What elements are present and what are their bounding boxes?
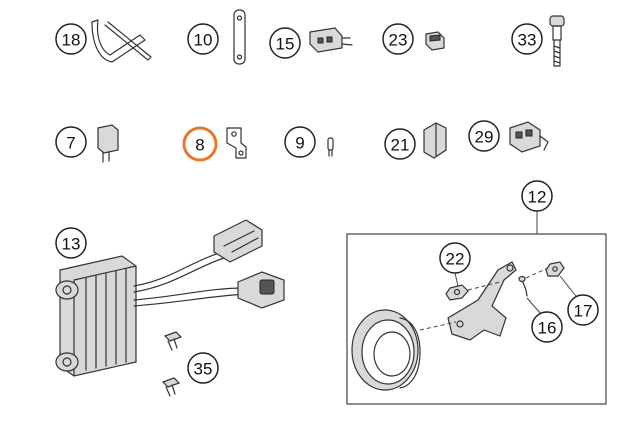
- callout-12-label: 12: [528, 188, 547, 207]
- strap-part[interactable]: [233, 9, 246, 65]
- callout-35-label: 35: [194, 360, 213, 379]
- callout-10[interactable]: 10: [187, 23, 219, 55]
- callout-23-label: 23: [389, 31, 408, 50]
- callout-9-label: 9: [295, 134, 304, 153]
- nut-axis-17: [525, 267, 549, 279]
- callout-8[interactable]: 8: [182, 126, 218, 162]
- callout-18-label: 18: [62, 31, 81, 50]
- callout-33-label: 33: [518, 31, 537, 50]
- callout-29[interactable]: 29: [468, 120, 500, 152]
- callout-18[interactable]: 18: [55, 23, 87, 55]
- leader-17: [559, 275, 577, 297]
- callout-21-label: 21: [391, 136, 410, 155]
- callout-29-label: 29: [475, 128, 494, 147]
- screw-35b-part[interactable]: [161, 377, 181, 397]
- callout-21[interactable]: 21: [384, 128, 416, 160]
- callout-13[interactable]: 13: [55, 227, 87, 259]
- connector-29-part[interactable]: [509, 121, 549, 153]
- bracket-8-part[interactable]: [226, 127, 247, 159]
- callout-16-label: 16: [538, 319, 557, 338]
- nut-17-part[interactable]: [545, 261, 565, 277]
- horn-part[interactable]: [351, 309, 421, 391]
- fuse-9-part[interactable]: [327, 137, 334, 157]
- horn-mount-axis: [419, 321, 457, 331]
- voltage-regulator-part[interactable]: [55, 255, 137, 377]
- callout-35[interactable]: 35: [187, 352, 219, 384]
- callout-22[interactable]: 22: [439, 242, 471, 274]
- leader-22: [454, 272, 459, 287]
- callout-23[interactable]: 23: [382, 23, 414, 55]
- relay-7-part[interactable]: [97, 124, 119, 163]
- leader-16: [526, 297, 542, 315]
- callout-9[interactable]: 9: [284, 126, 316, 158]
- callout-8-label: 8: [195, 136, 204, 155]
- callout-7-label: 7: [66, 134, 75, 153]
- cover-21-part[interactable]: [423, 122, 447, 159]
- callout-10-label: 10: [194, 31, 213, 50]
- callout-17[interactable]: 17: [567, 294, 599, 326]
- callout-12[interactable]: 12: [521, 180, 553, 212]
- callout-7[interactable]: 7: [55, 126, 87, 158]
- wiring-harness-part[interactable]: [133, 219, 285, 309]
- horn-bracket-part[interactable]: [447, 261, 517, 341]
- bolt-16-part[interactable]: [518, 275, 528, 297]
- bolt-axis-22: [467, 281, 501, 291]
- callout-13-label: 13: [62, 235, 81, 254]
- cable-tie-part[interactable]: [91, 19, 152, 63]
- callout-16[interactable]: 16: [531, 311, 563, 343]
- callout-15[interactable]: 15: [269, 27, 301, 59]
- callout-22-label: 22: [446, 250, 465, 269]
- callout-17-label: 17: [574, 302, 593, 321]
- screw-35a-part[interactable]: [163, 331, 183, 351]
- callout-15-label: 15: [276, 35, 295, 54]
- screw-33-part[interactable]: [549, 15, 565, 67]
- nut-22-part[interactable]: [445, 284, 469, 301]
- clip-23-part[interactable]: [425, 31, 445, 51]
- callout-33[interactable]: 33: [511, 23, 543, 55]
- horn-assembly-frame: [346, 233, 607, 405]
- connector-15-part[interactable]: [309, 27, 353, 53]
